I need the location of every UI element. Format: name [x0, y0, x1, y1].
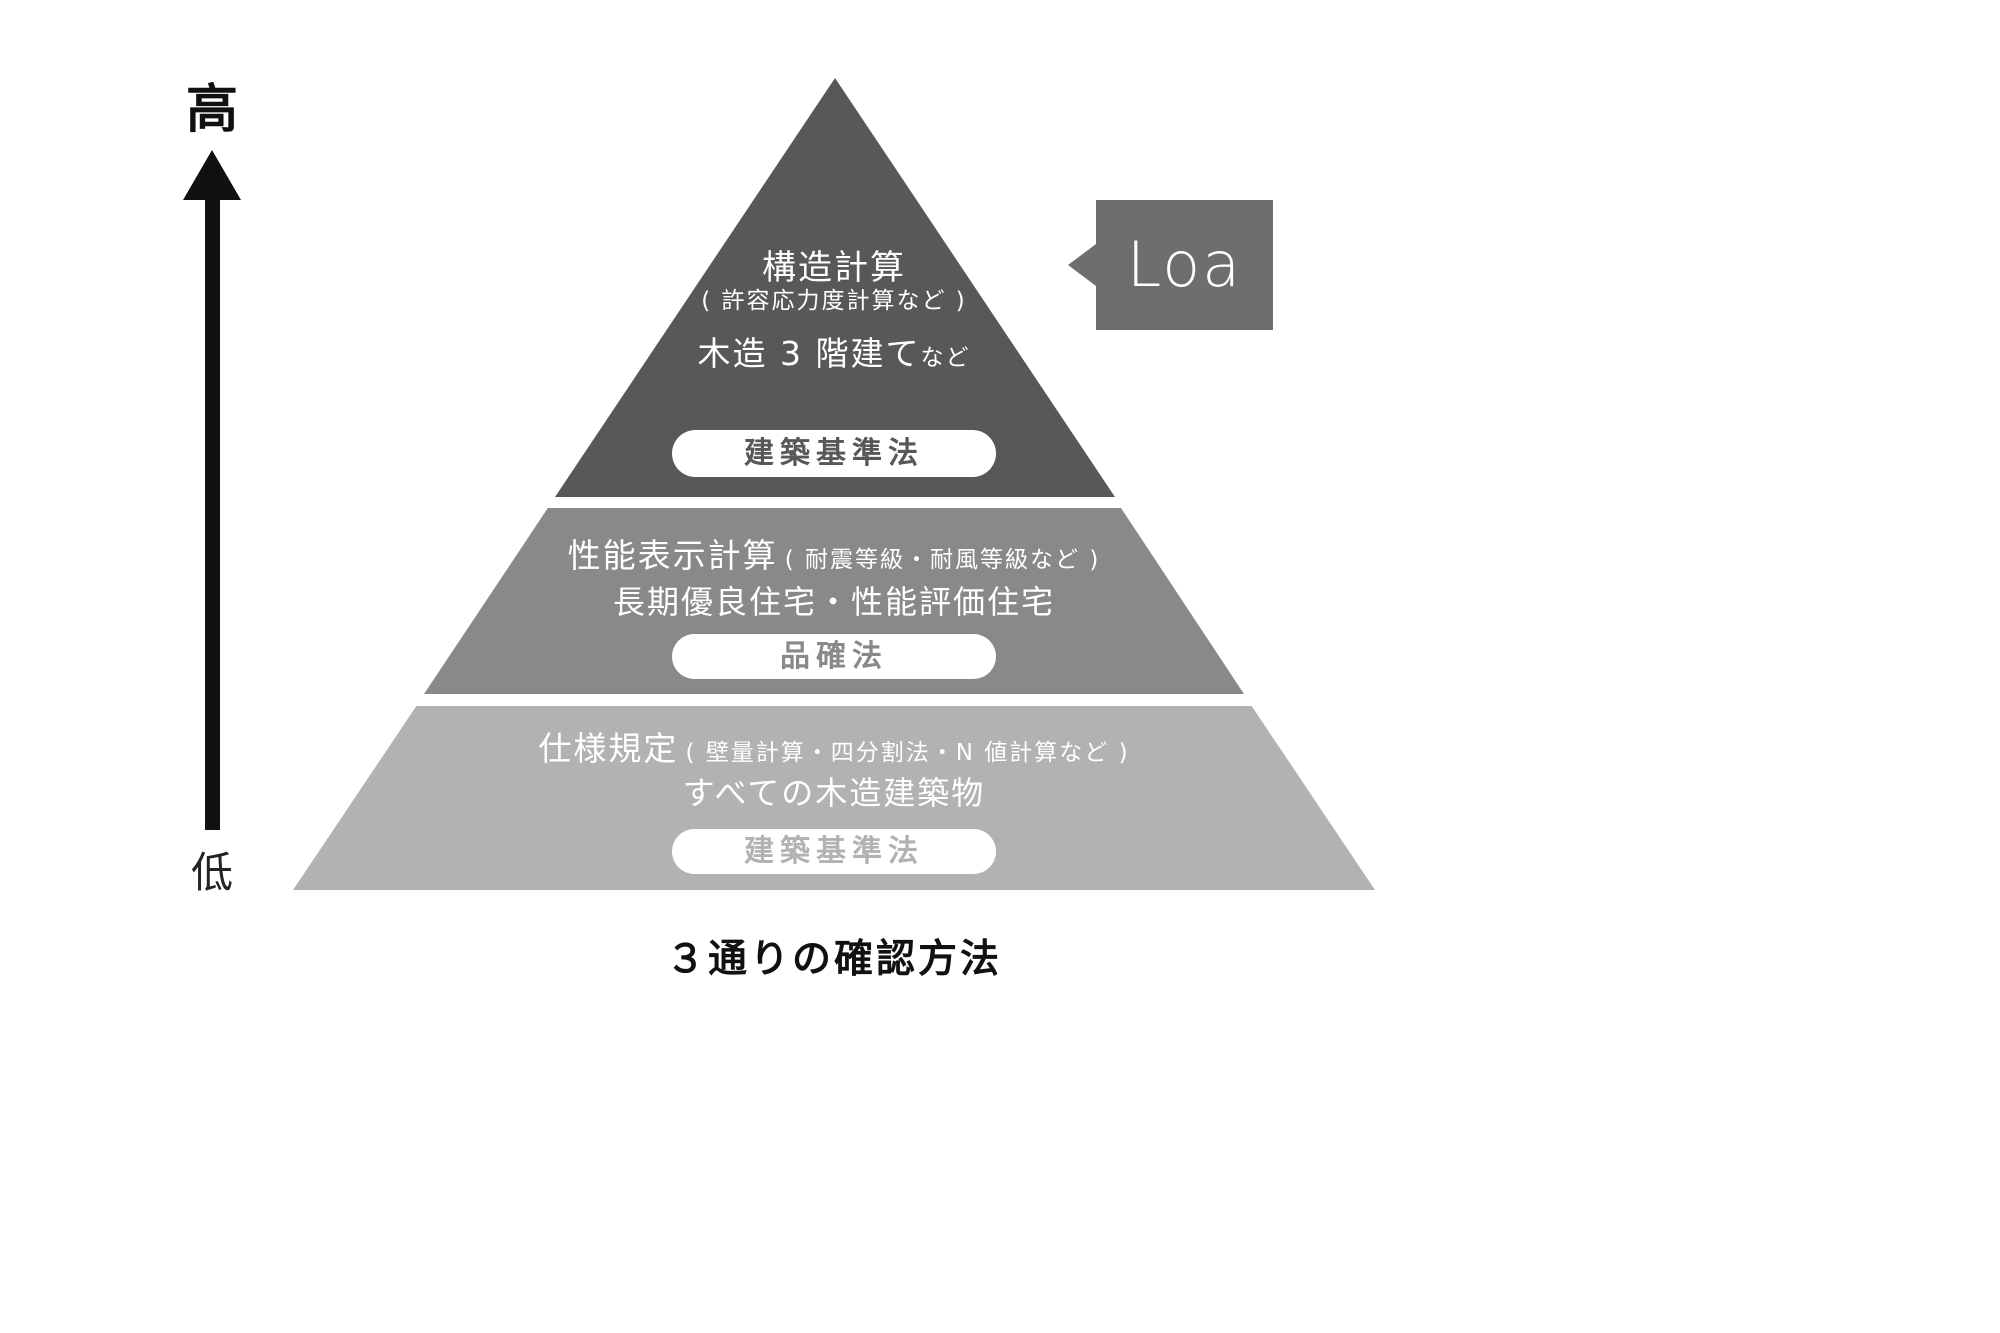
tier-middle-law-label: 品確法	[780, 638, 888, 674]
axis-arrow-shaft	[205, 198, 220, 830]
axis-arrow-up-icon	[183, 150, 241, 200]
tier-top-scope-suffix: など	[920, 345, 971, 371]
tier-middle-scope: 長期優良住宅・性能評価住宅	[612, 583, 1055, 621]
tier-middle-paren: ( 耐震等級・耐風等級など )	[784, 547, 1101, 573]
tier-bottom-paren: ( 壁量計算・四分割法・N 値計算など )	[685, 740, 1130, 766]
tier-bottom-scope: すべての木造建築物	[682, 774, 986, 812]
callout-bubble: Loa	[1068, 200, 1273, 330]
tier-top-law-label: 建築基準法	[744, 435, 924, 471]
tier-middle-title-line: 性能表示計算 ( 耐震等級・耐風等級など )	[293, 536, 1375, 576]
tier-top-scope-main: 木造 3 階建て	[697, 334, 921, 373]
tier-top-title: 構造計算	[762, 248, 906, 288]
axis-high-label: 高	[185, 80, 238, 140]
tier-middle-title: 性能表示計算	[567, 536, 778, 575]
pyramid: 構造計算 ( 許容応力度計算など ) 木造 3 階建てなど 建築基準法 性能表示…	[293, 78, 1375, 890]
axis-low-label: 低	[190, 848, 233, 897]
tier-bottom-law-badge: 建築基準法	[672, 829, 996, 874]
tier-top-scope: 木造 3 階建てなど	[293, 334, 1375, 374]
callout-box: Loa	[1096, 200, 1273, 330]
tier-bottom-title-line: 仕様規定 ( 壁量計算・四分割法・N 値計算など )	[293, 729, 1375, 769]
callout-label: Loa	[1126, 228, 1243, 301]
tier-top-paren: ( 許容応力度計算など )	[701, 288, 967, 314]
diagram-caption: ３通りの確認方法	[665, 937, 1002, 982]
tier-bottom-law-label: 建築基準法	[744, 833, 924, 869]
tier-bottom-title: 仕様規定	[538, 729, 679, 768]
tier-top-law-badge: 建築基準法	[672, 430, 996, 477]
callout-pointer-icon	[1068, 244, 1096, 286]
tier-middle-law-badge: 品確法	[672, 634, 996, 679]
